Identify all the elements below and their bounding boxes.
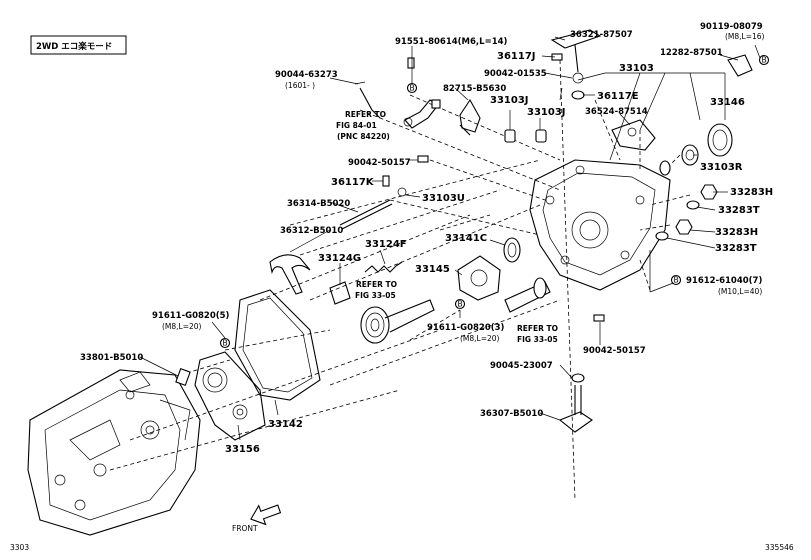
label-33145: 33145 [415, 264, 450, 275]
label-82715: 82715-B5630 [443, 84, 506, 94]
assembly-guide-lines [109, 59, 691, 501]
label-33283t-b: 33283T [715, 243, 757, 254]
bearing-33103r [659, 144, 699, 176]
label-91551: 91551-80614(M6,L=14) [395, 37, 508, 47]
transmission-housing-33801 [27, 368, 201, 536]
lever-36524 [611, 119, 656, 151]
front-arrow: FRONT [232, 504, 282, 533]
gasket-33142 [234, 289, 321, 401]
label-91611b-sub: (M8,L=20) [460, 334, 500, 343]
label-90042a: 90042-01535 [484, 69, 547, 79]
plugs-33283 [655, 184, 718, 241]
ref33a-line2: FIG 33-05 [355, 291, 396, 300]
figure-number-right: 335546 [765, 543, 794, 552]
svg-text:B: B [674, 276, 679, 285]
plate-33156 [194, 351, 266, 441]
bracket-33124g [329, 281, 351, 305]
lever-82715 [459, 98, 481, 136]
label-33156: 33156 [225, 444, 260, 455]
label-33124f: 33124F [365, 239, 407, 250]
label-33283h-b: 33283H [715, 227, 758, 238]
small-fasteners [382, 53, 605, 322]
gear-assembly-left [360, 299, 435, 344]
output-shaft [504, 277, 551, 313]
oil-seal-33146 [707, 123, 733, 157]
bushing-36117e [571, 90, 585, 100]
label-90119-sub: (M8,L=16) [725, 32, 765, 41]
label-33283h-a: 33283H [730, 187, 773, 198]
ring-33141c [503, 237, 521, 263]
label-12282: 12282-87501 [660, 48, 723, 58]
label-36312: 36312-B5010 [280, 226, 343, 236]
label-36524: 36524-87514 [585, 107, 648, 117]
label-90042b: 90042-50157 [348, 158, 411, 168]
mode-box: 2WD エコ楽モード [30, 35, 127, 55]
label-33141c: 33141C [445, 233, 487, 244]
label-33124g: 33124G [318, 253, 361, 264]
label-90119: 90119-08079 [700, 22, 763, 32]
plate-33145 [457, 255, 501, 301]
svg-text:B: B [410, 84, 415, 93]
leader-lines [139, 36, 761, 441]
mode-label: 2WD エコ楽モード [36, 41, 112, 52]
shift-fork-36312 [269, 254, 311, 295]
marker-b-4 [454, 298, 466, 310]
label-90044a: 90044-63273 [275, 70, 338, 80]
part-labels: 91551-80614(M6,L=14) 36321-87507 90119-0… [80, 22, 773, 455]
ref84-line2: FIG 84-01 [336, 121, 377, 130]
shift-lever-36321 [550, 29, 602, 84]
label-33103r: 33103R [700, 162, 743, 173]
label-33801: 33801-B5010 [80, 353, 143, 363]
marker-b-3 [219, 337, 231, 349]
label-33103: 33103 [619, 63, 654, 74]
label-33142: 33142 [268, 419, 303, 430]
front-label: FRONT [232, 524, 258, 533]
label-91611b: 91611-G0820(3) [427, 323, 505, 333]
lever-36307 [558, 373, 593, 433]
switch-linkage [403, 99, 441, 129]
label-33283t-a: 33283T [718, 205, 760, 216]
label-90044a-sub: (1601- ) [285, 81, 315, 90]
shift-rod-36314 [339, 199, 393, 230]
label-36117k: 36117K [331, 177, 375, 188]
label-90045: 90045-23007 [490, 361, 553, 371]
label-36117j: 36117J [497, 51, 536, 62]
label-36314: 36314-B5020 [287, 199, 350, 209]
label-33103j-a: 33103J [490, 95, 529, 106]
ref33a-line1: REFER TO [356, 280, 397, 289]
ref33b-line1: REFER TO [517, 324, 558, 333]
refer-labels: REFER TO FIG 84-01 (PNC 84220) REFER TO … [336, 110, 558, 344]
label-33103u: 33103U [422, 193, 465, 204]
spring-33124f [364, 261, 403, 273]
label-36117e: 36117E [597, 91, 639, 102]
label-91612-sub: (M10,L=40) [718, 287, 762, 296]
svg-text:B: B [458, 300, 463, 309]
svg-text:B: B [223, 339, 228, 348]
marker-b-2 [758, 54, 770, 66]
label-36307: 36307-B5010 [480, 409, 543, 419]
figure-number-left: 3303 [10, 543, 29, 552]
ref84-line1: REFER TO [345, 110, 386, 119]
marker-b-1 [406, 82, 418, 94]
transfer-case-33103 [529, 159, 671, 291]
label-33146: 33146 [710, 97, 745, 108]
label-91612: 91612-61040(7) [686, 276, 762, 286]
bolt-90119 [727, 54, 753, 77]
ref33b-line2: FIG 33-05 [517, 335, 558, 344]
label-91611a-sub: (M8,L=20) [162, 322, 202, 331]
svg-text:B: B [762, 56, 767, 65]
seal-caps-33103j [504, 129, 547, 143]
label-91611a: 91611-G0820(5) [152, 311, 230, 321]
label-90042c: 90042-50157 [583, 346, 646, 356]
marker-b-5 [670, 274, 682, 286]
ref84-line3: (PNC 84220) [337, 132, 390, 141]
label-36321: 36321-87507 [570, 30, 633, 40]
bolt-markers: B B B B B [219, 54, 770, 349]
label-33103j-b: 33103J [527, 107, 566, 118]
